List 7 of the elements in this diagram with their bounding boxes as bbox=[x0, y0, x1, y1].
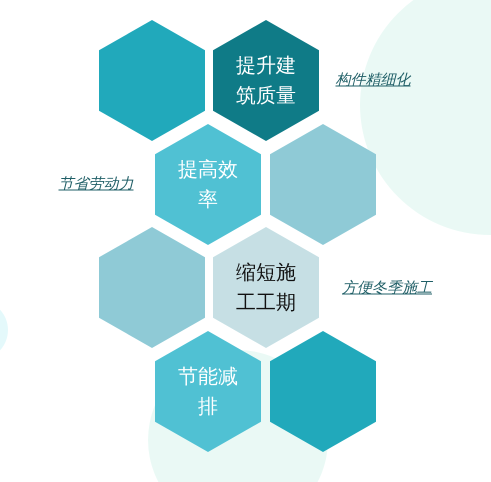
tile-text: 提高效率 bbox=[177, 156, 239, 213]
tile-text: 提升建筑质量 bbox=[235, 52, 297, 109]
tile-text: 缩短施工工期 bbox=[235, 259, 297, 316]
side-label: 方便冬季施工 bbox=[342, 278, 432, 298]
side-label: 节省劳动力 bbox=[58, 174, 134, 194]
tile-text: 节能减排 bbox=[177, 363, 239, 420]
side-label: 构件精细化 bbox=[336, 70, 410, 90]
